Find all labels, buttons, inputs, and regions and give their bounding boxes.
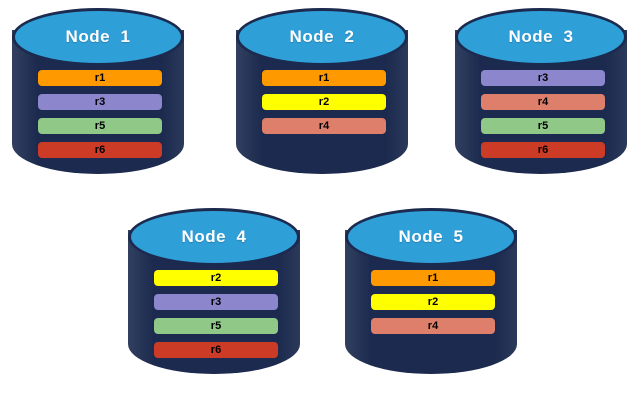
- database-node-5[interactable]: r1 r2 r4 Node 5: [345, 208, 517, 394]
- shard-list: r2 r3 r5 r6: [154, 270, 278, 358]
- shard-list: r1 r3 r5 r6: [38, 70, 162, 158]
- database-node-1[interactable]: r1 r3 r5 r6 Node 1: [12, 8, 184, 194]
- cylinder-top-disc: Node 1: [12, 8, 184, 66]
- node-title: Node 1: [65, 27, 131, 46]
- cylinder-top-disc: Node 2: [236, 8, 408, 66]
- shard-bar[interactable]: r5: [154, 318, 278, 334]
- node-title: Node 4: [181, 227, 247, 246]
- shard-bar[interactable]: r1: [38, 70, 162, 86]
- shard-bar[interactable]: r3: [38, 94, 162, 110]
- shard-bar[interactable]: r5: [481, 118, 605, 134]
- shard-bar[interactable]: r3: [481, 70, 605, 86]
- cylinder-top-disc: Node 4: [128, 208, 300, 266]
- shard-bar[interactable]: r2: [371, 294, 495, 310]
- shard-bar[interactable]: r6: [481, 142, 605, 158]
- shard-bar[interactable]: r6: [38, 142, 162, 158]
- node-title: Node 3: [508, 27, 574, 46]
- shard-bar[interactable]: r4: [481, 94, 605, 110]
- shard-bar[interactable]: r2: [154, 270, 278, 286]
- shard-bar[interactable]: r1: [262, 70, 386, 86]
- database-node-2[interactable]: r1 r2 r4 Node 2: [236, 8, 408, 194]
- shard-list: r3 r4 r5 r6: [481, 70, 605, 158]
- node-title: Node 2: [289, 27, 355, 46]
- cylinder-top-disc: Node 5: [345, 208, 517, 266]
- database-node-3[interactable]: r3 r4 r5 r6 Node 3: [455, 8, 627, 194]
- shard-bar[interactable]: r4: [371, 318, 495, 334]
- shard-list: r1 r2 r4: [371, 270, 495, 334]
- shard-bar[interactable]: r6: [154, 342, 278, 358]
- shard-bar[interactable]: r5: [38, 118, 162, 134]
- database-node-4[interactable]: r2 r3 r5 r6 Node 4: [128, 208, 300, 394]
- shard-bar[interactable]: r1: [371, 270, 495, 286]
- shard-bar[interactable]: r4: [262, 118, 386, 134]
- shard-bar[interactable]: r2: [262, 94, 386, 110]
- shard-bar[interactable]: r3: [154, 294, 278, 310]
- shard-list: r1 r2 r4: [262, 70, 386, 134]
- node-title: Node 5: [398, 227, 464, 246]
- cylinder-top-disc: Node 3: [455, 8, 627, 66]
